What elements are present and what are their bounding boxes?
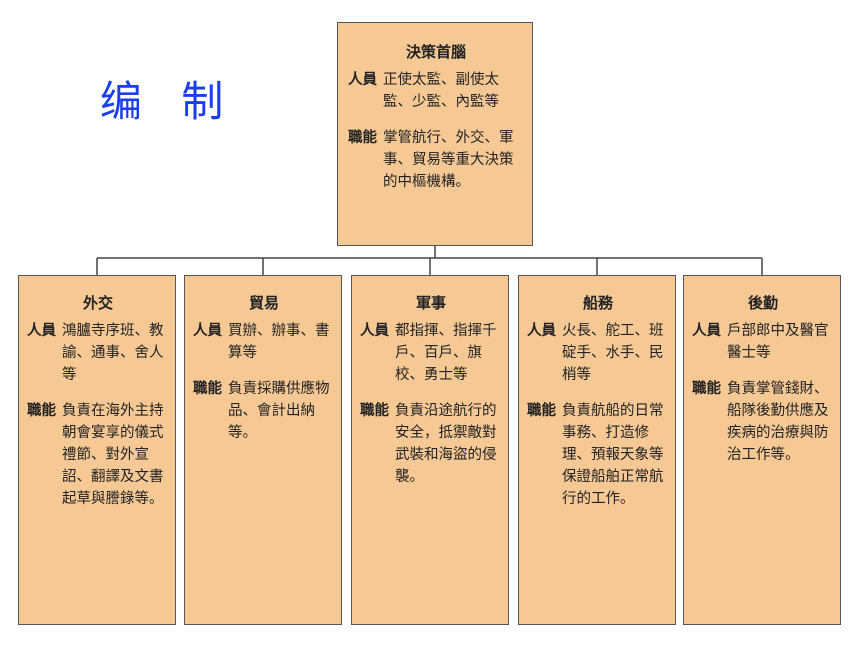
function-text: 掌管航行、外交、軍事、貿易等重大決策的中樞機構。	[383, 130, 514, 190]
personnel-label: 人員	[527, 323, 556, 339]
personnel-row: 人員 買辦、辦事、書算等	[193, 320, 335, 364]
decision-head-box: 決策首腦 人員 正使太監、副使太監、少監、內監等 職能 掌管航行、外交、軍事、貿…	[337, 22, 533, 246]
personnel-text: 戶部郎中及醫官醫士等	[727, 323, 829, 361]
function-text: 負責在海外主持朝會宴享的儀式禮節、對外宣詔、翻譯及文書起草與謄錄等。	[62, 403, 164, 507]
function-label: 職能	[692, 381, 721, 397]
function-text: 負責掌管錢財、船隊後勤供應及疾病的治療與防治工作等。	[727, 381, 829, 463]
function-label: 職能	[27, 403, 56, 419]
function-row: 職能 掌管航行、外交、軍事、貿易等重大決策的中樞機構。	[348, 127, 524, 193]
function-row: 職能 負責掌管錢財、船隊後勤供應及疾病的治療與防治工作等。	[692, 378, 834, 466]
function-label: 職能	[348, 130, 377, 146]
personnel-label: 人員	[193, 323, 222, 339]
personnel-text: 都指揮、指揮千戶、百戶、旗校、勇士等	[395, 323, 497, 383]
function-label: 職能	[193, 381, 222, 397]
department-box-waijiao: 外交 人員 鴻臚寺序班、教諭、通事、舍人等 職能 負責在海外主持朝會宴享的儀式禮…	[18, 275, 176, 625]
personnel-label: 人員	[692, 323, 721, 339]
box-title: 貿易	[248, 294, 279, 312]
function-row: 職能 負責沿途航行的安全，抵禦敵對武裝和海盜的侵襲。	[360, 400, 502, 488]
function-text: 負責採購供應物品、會計出納等。	[228, 381, 330, 441]
function-row: 職能 負責在海外主持朝會宴享的儀式禮節、對外宣詔、翻譯及文書起草與謄錄等。	[27, 400, 169, 510]
function-label: 職能	[360, 403, 389, 419]
personnel-row: 人員 火長、舵工、班碇手、水手、民梢等	[527, 320, 669, 386]
function-label: 職能	[527, 403, 556, 419]
personnel-text: 買辦、辦事、書算等	[228, 323, 330, 361]
department-box-maoyi: 貿易 人員 買辦、辦事、書算等 職能 負責採購供應物品、會計出納等。	[184, 275, 342, 625]
department-box-junshi: 軍事 人員 都指揮、指揮千戶、百戶、旗校、勇士等 職能 負責沿途航行的安全，抵禦…	[351, 275, 509, 625]
box-title: 軍事	[415, 294, 446, 312]
personnel-row: 人員 鴻臚寺序班、教諭、通事、舍人等	[27, 320, 169, 386]
personnel-label: 人員	[27, 323, 56, 339]
personnel-row: 人員 都指揮、指揮千戶、百戶、旗校、勇士等	[360, 320, 502, 386]
personnel-row: 人員 正使太監、副使太監、少監、內監等	[348, 69, 524, 113]
box-title: 決策首腦	[405, 43, 466, 61]
department-box-houqin: 後勤 人員 戶部郎中及醫官醫士等 職能 負責掌管錢財、船隊後勤供應及疾病的治療與…	[683, 275, 841, 625]
personnel-row: 人員 戶部郎中及醫官醫士等	[692, 320, 834, 364]
function-row: 職能 負責航船的日常事務、打造修理、預報天象等保證船舶正常航行的工作。	[527, 400, 669, 510]
box-title: 後勤	[747, 294, 778, 312]
personnel-text: 正使太監、副使太監、少監、內監等	[383, 72, 499, 110]
page-title: 编 制	[100, 77, 226, 126]
function-text: 負責航船的日常事務、打造修理、預報天象等保證船舶正常航行的工作。	[562, 403, 664, 507]
function-text: 負責沿途航行的安全，抵禦敵對武裝和海盜的侵襲。	[395, 403, 497, 485]
personnel-label: 人員	[348, 72, 377, 88]
department-box-chuanwu: 船務 人員 火長、舵工、班碇手、水手、民梢等 職能 負責航船的日常事務、打造修理…	[518, 275, 676, 625]
box-title: 船務	[582, 294, 613, 312]
personnel-text: 火長、舵工、班碇手、水手、民梢等	[562, 323, 664, 383]
function-row: 職能 負責採購供應物品、會計出納等。	[193, 378, 335, 444]
personnel-text: 鴻臚寺序班、教諭、通事、舍人等	[62, 323, 164, 383]
box-title: 外交	[82, 294, 113, 312]
personnel-label: 人員	[360, 323, 389, 339]
